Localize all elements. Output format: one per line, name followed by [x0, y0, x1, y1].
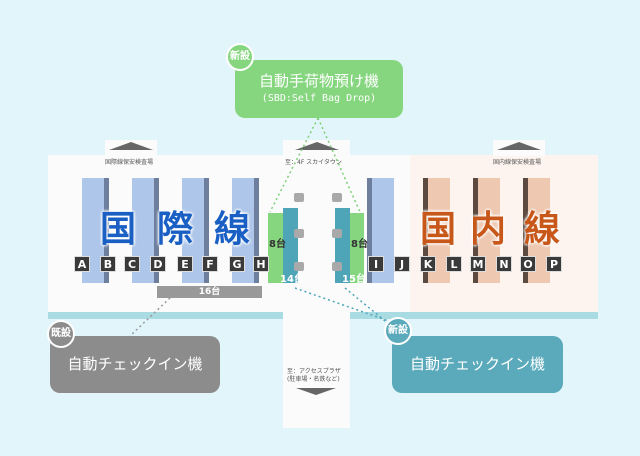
counter-n: N	[496, 256, 512, 272]
kiosk-icon	[332, 229, 342, 238]
access-plaza-line1: 至：アクセスプラザ	[287, 368, 341, 375]
sbd-callout: 自動手荷物預け機 (SBD:Self Bag Drop)	[235, 60, 403, 118]
counter-h: H	[253, 256, 269, 272]
dom-label-char: 線	[524, 209, 561, 250]
new-checkin-callout: 自動チェックイン機	[392, 336, 563, 393]
kiosk-icon	[332, 193, 342, 202]
counter-e: E	[177, 256, 193, 272]
access-plaza-line2: (駐車場・名鉄など)	[287, 376, 340, 383]
new-badge: 新設	[226, 43, 254, 71]
kiosk-icon	[332, 262, 342, 271]
count-label: 15台	[342, 274, 366, 285]
new-badge: 新設	[384, 317, 412, 345]
leader-line	[317, 117, 361, 213]
intl-label-char: 線	[214, 209, 251, 250]
arrow-up-icon	[109, 142, 153, 150]
sbd-area-left	[268, 213, 283, 283]
intl-security-label: 国際線保安検査場	[105, 159, 154, 166]
leader-line	[344, 287, 391, 326]
counter-p: P	[546, 256, 562, 272]
leader-line	[129, 297, 171, 337]
skytown-label: 至：4F スカイタウン	[285, 159, 342, 166]
kiosk-icon	[294, 193, 304, 202]
count-label: 14台	[280, 274, 304, 285]
counter-a: A	[74, 256, 90, 272]
sbd-title: 自動手荷物預け機	[258, 72, 379, 90]
counter-k: K	[420, 256, 436, 272]
central-corridor	[283, 140, 350, 428]
counter-c: C	[124, 256, 140, 272]
counter-m: M	[470, 256, 486, 272]
dom-label-char: 国	[420, 209, 457, 250]
existing-kiosk-bar: 16台	[157, 286, 262, 298]
arrow-up-icon	[497, 142, 541, 150]
sbd-subtitle: (SBD:Self Bag Drop)	[261, 93, 377, 104]
count-label: 8台	[269, 239, 286, 250]
counter-f: F	[202, 256, 218, 272]
sbd-area-right	[350, 213, 364, 283]
counter-i: I	[368, 256, 384, 272]
intl-label-char: 際	[157, 209, 194, 250]
dom-label-char: 内	[470, 209, 507, 250]
kiosk-icon	[294, 262, 304, 271]
leader-line	[269, 117, 319, 213]
count-label: 8台	[351, 239, 368, 250]
existing-checkin-callout: 自動チェックイン機	[50, 336, 220, 393]
counter-b: B	[100, 256, 116, 272]
counter-l: L	[446, 256, 462, 272]
existing-badge: 既設	[47, 320, 75, 348]
dom-security-label: 国内線保安検査場	[493, 159, 542, 166]
kiosk-icon	[294, 229, 304, 238]
intl-label-char: 国	[100, 209, 137, 250]
arrow-down-icon	[296, 388, 336, 395]
counter-j: J	[394, 256, 410, 272]
counter-o: O	[520, 256, 536, 272]
leader-line	[294, 287, 401, 326]
counter-d: D	[150, 256, 166, 272]
access-plaza-label: 至：アクセスプラザ(駐車場・名鉄など)	[287, 368, 341, 384]
counter-g: G	[229, 256, 245, 272]
arrow-up-icon	[295, 142, 339, 150]
